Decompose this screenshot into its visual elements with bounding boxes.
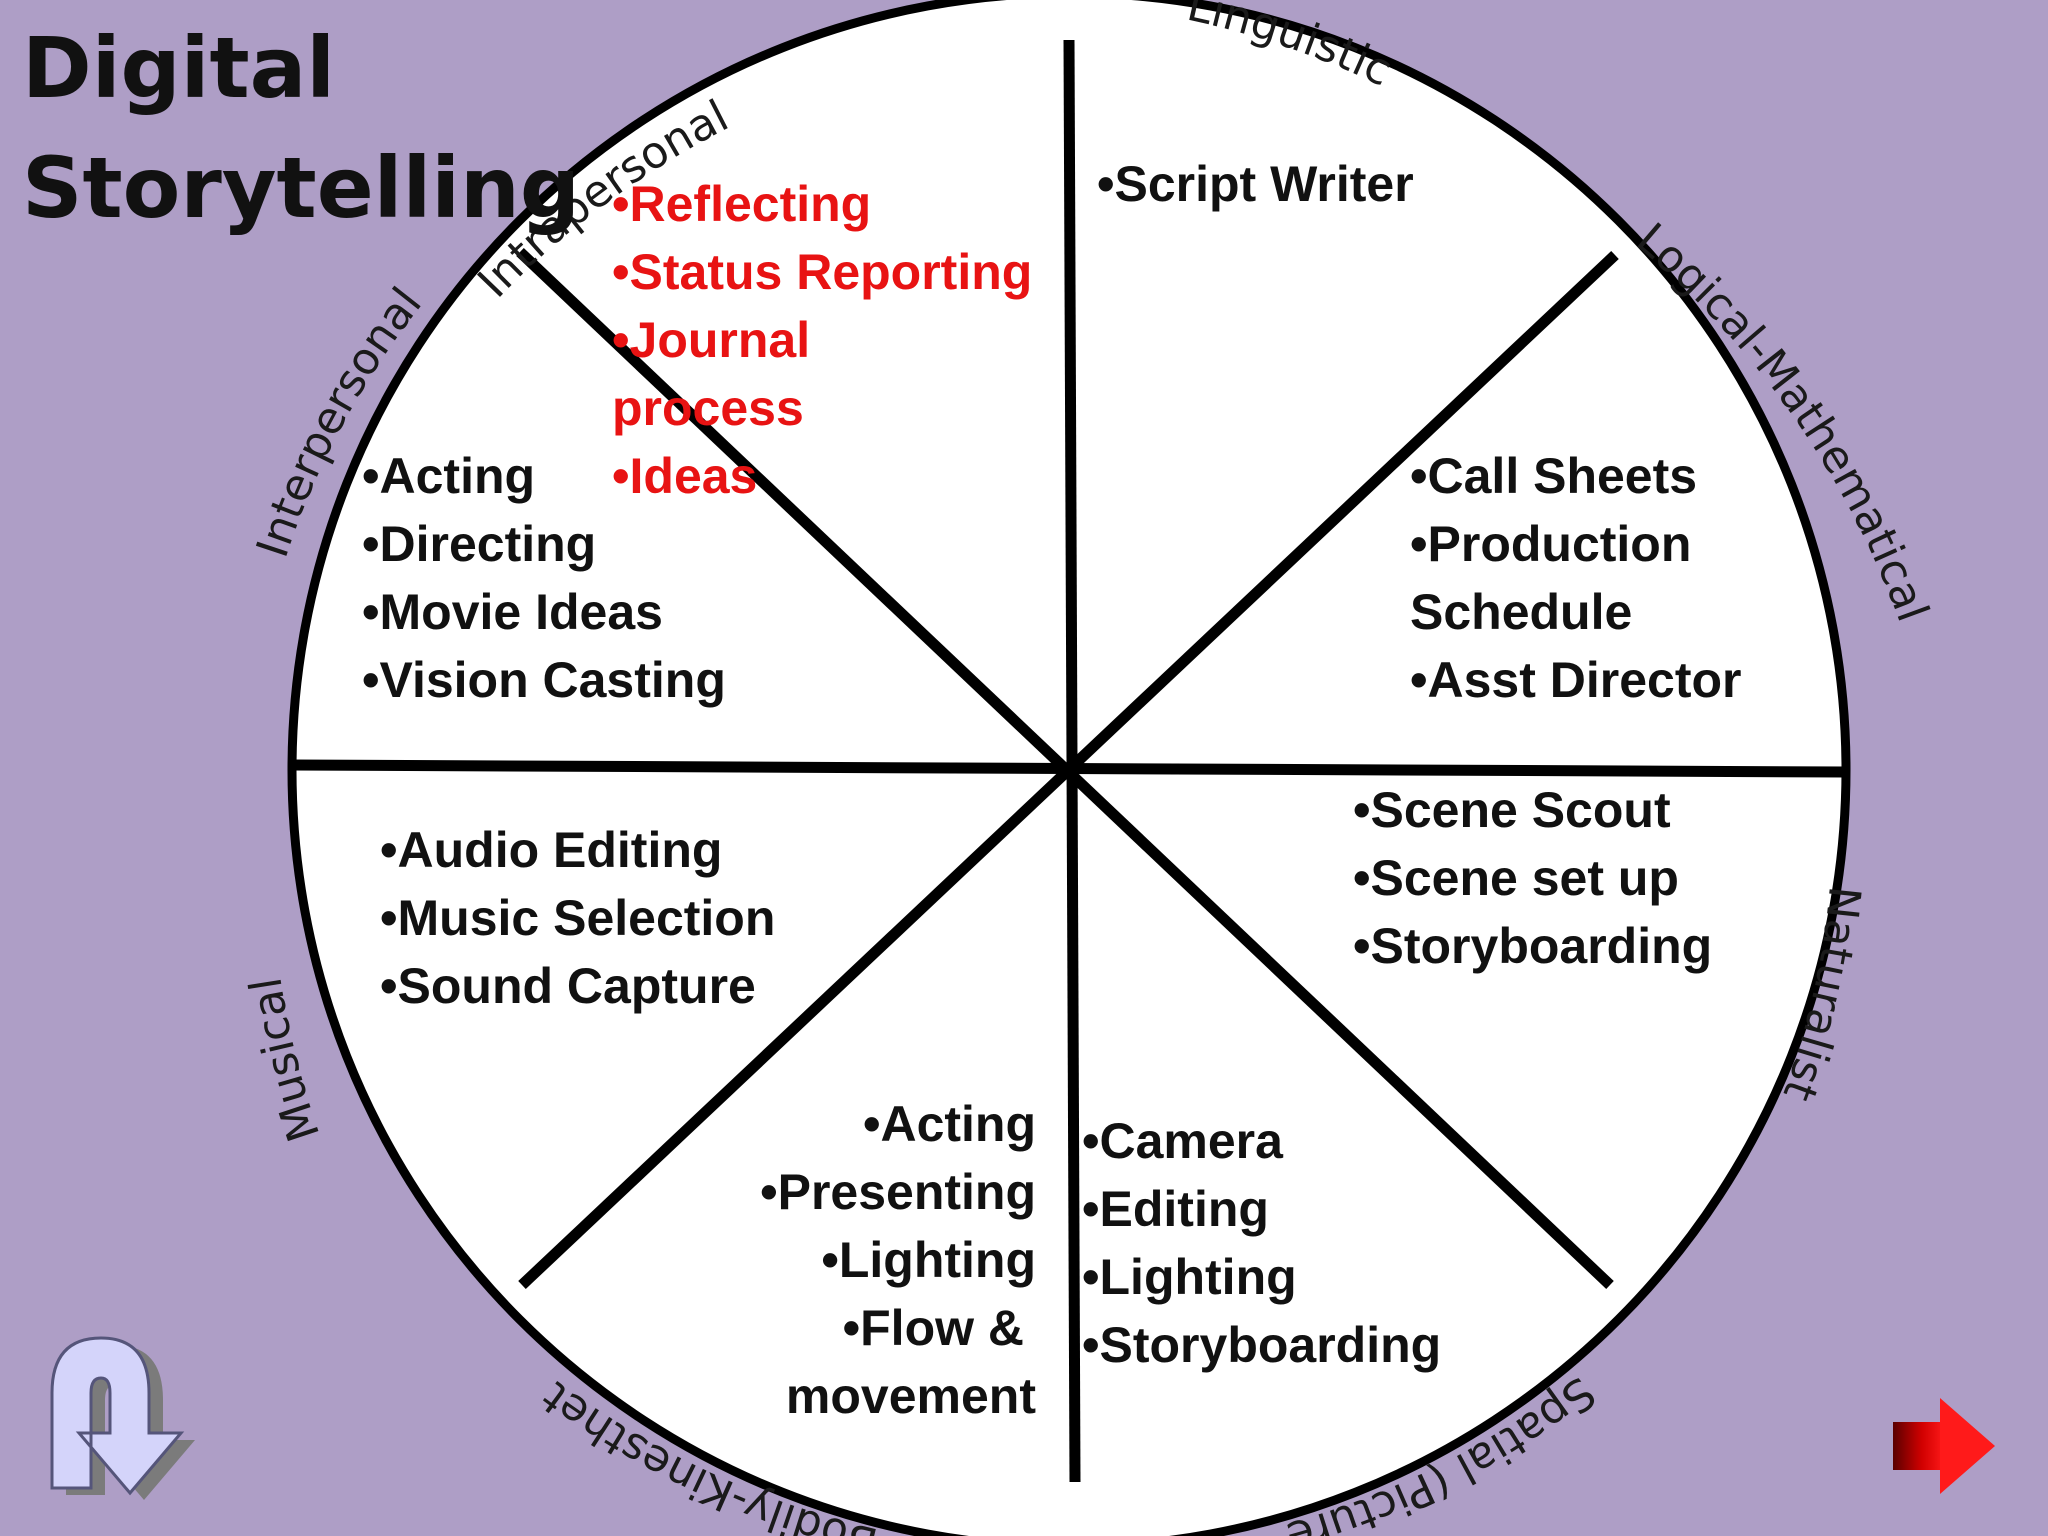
- segment-logical-mathematical: •Call Sheets •Production Schedule •Asst …: [1410, 442, 1742, 714]
- segment-bodily-kinesthetic: •Acting •Presenting •Lighting •Flow & mo…: [760, 1090, 1036, 1430]
- intrapersonal-item: •Reflecting: [612, 176, 872, 232]
- bodily-item: •Lighting: [821, 1232, 1036, 1288]
- naturalist-item: •Storyboarding: [1353, 918, 1713, 974]
- spatial-item: •Editing: [1082, 1181, 1269, 1237]
- title-line-1: Digital: [22, 19, 336, 117]
- logical-item: •Production: [1410, 516, 1692, 572]
- segment-spatial: •Camera •Editing •Lighting •Storyboardin…: [1082, 1107, 1441, 1379]
- naturalist-item: •Scene set up: [1353, 850, 1679, 906]
- spatial-item: •Camera: [1082, 1113, 1283, 1169]
- spatial-item: •Storyboarding: [1082, 1317, 1442, 1373]
- divider-diagonal-ne-sw: [518, 250, 1619, 1290]
- logical-item: •Asst Director: [1410, 652, 1742, 708]
- segment-intrapersonal: •Reflecting •Status Reporting •Journal p…: [612, 170, 1032, 510]
- bodily-item: •Acting: [862, 1096, 1036, 1152]
- intrapersonal-item: •Journal: [612, 312, 811, 368]
- spatial-item: •Lighting: [1082, 1249, 1297, 1305]
- intrapersonal-item: •Status Reporting: [612, 244, 1033, 300]
- musical-item: •Sound Capture: [380, 958, 756, 1014]
- interpersonal-item: •Movie Ideas: [362, 584, 663, 640]
- musical-item: •Music Selection: [380, 890, 776, 946]
- naturalist-item: •Scene Scout: [1353, 782, 1671, 838]
- segment-musical: •Audio Editing •Music Selection •Sound C…: [380, 816, 775, 1020]
- segment-naturalist: •Scene Scout •Scene set up •Storyboardin…: [1353, 776, 1712, 980]
- intrapersonal-item: •Ideas: [612, 448, 758, 504]
- interpersonal-item: •Acting: [362, 448, 536, 504]
- linguistic-item: •Script Writer: [1097, 156, 1414, 212]
- return-arrow-icon[interactable]: [50, 1336, 195, 1500]
- ring-label-musical: Musical: [240, 974, 330, 1148]
- logical-item: •Call Sheets: [1410, 448, 1698, 504]
- bodily-item: •Flow &: [842, 1300, 1024, 1356]
- logical-item: Schedule: [1410, 584, 1633, 640]
- segment-linguistic: •Script Writer: [1097, 150, 1414, 218]
- bodily-item: •Presenting: [760, 1164, 1036, 1220]
- title-line-2: Storytelling: [22, 139, 580, 237]
- musical-item: •Audio Editing: [380, 822, 723, 878]
- segment-interpersonal: •Acting •Directing •Movie Ideas •Vision …: [362, 442, 726, 714]
- intrapersonal-item: process: [612, 380, 804, 436]
- next-arrow-icon[interactable]: [1893, 1398, 1995, 1494]
- interpersonal-item: •Vision Casting: [362, 652, 726, 708]
- bodily-item: movement: [785, 1368, 1036, 1424]
- interpersonal-item: •Directing: [362, 516, 597, 572]
